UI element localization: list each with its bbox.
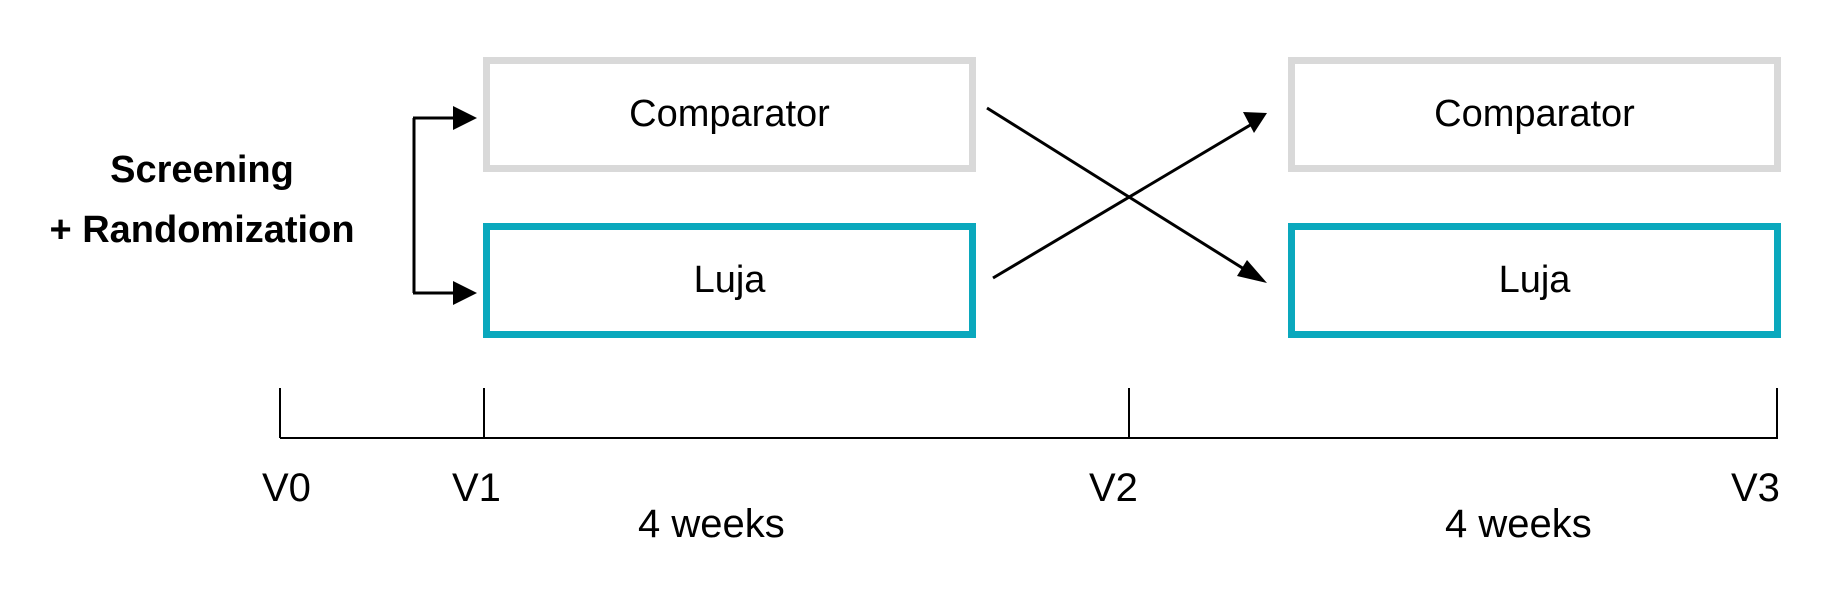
arrow-to-luja: [413, 281, 477, 305]
timeline: [279, 388, 1778, 439]
period1-luja-box: Luja: [483, 223, 976, 338]
period2-luja-box: Luja: [1288, 223, 1781, 338]
duration-label-period1: 4 weeks: [638, 502, 785, 546]
screening-label: Screening: [110, 149, 294, 191]
period1-comparator-box: Comparator: [483, 57, 976, 172]
period2-comparator-label: Comparator: [1434, 93, 1635, 135]
arrow-to-comparator: [413, 106, 477, 130]
visit-label-v0: V0: [262, 466, 311, 510]
visit-label-v2: V2: [1089, 466, 1138, 510]
randomization-label: + Randomization: [49, 209, 355, 251]
period1-comparator-label: Comparator: [629, 93, 830, 135]
visit-label-v1: V1: [452, 466, 501, 510]
crossover-arrow-comparator-to-luja: [986, 106, 1267, 283]
crossover-arrow-luja-to-comparator: [992, 112, 1267, 280]
duration-label-period2: 4 weeks: [1445, 502, 1592, 546]
period2-luja-label: Luja: [1498, 259, 1571, 301]
period1-luja-label: Luja: [693, 259, 766, 301]
randomization-bracket: [412, 106, 477, 305]
period2-comparator-box: Comparator: [1288, 57, 1781, 172]
visit-label-v3: V3: [1731, 466, 1780, 510]
screening-randomization-label: Screening + Randomization: [22, 140, 382, 260]
